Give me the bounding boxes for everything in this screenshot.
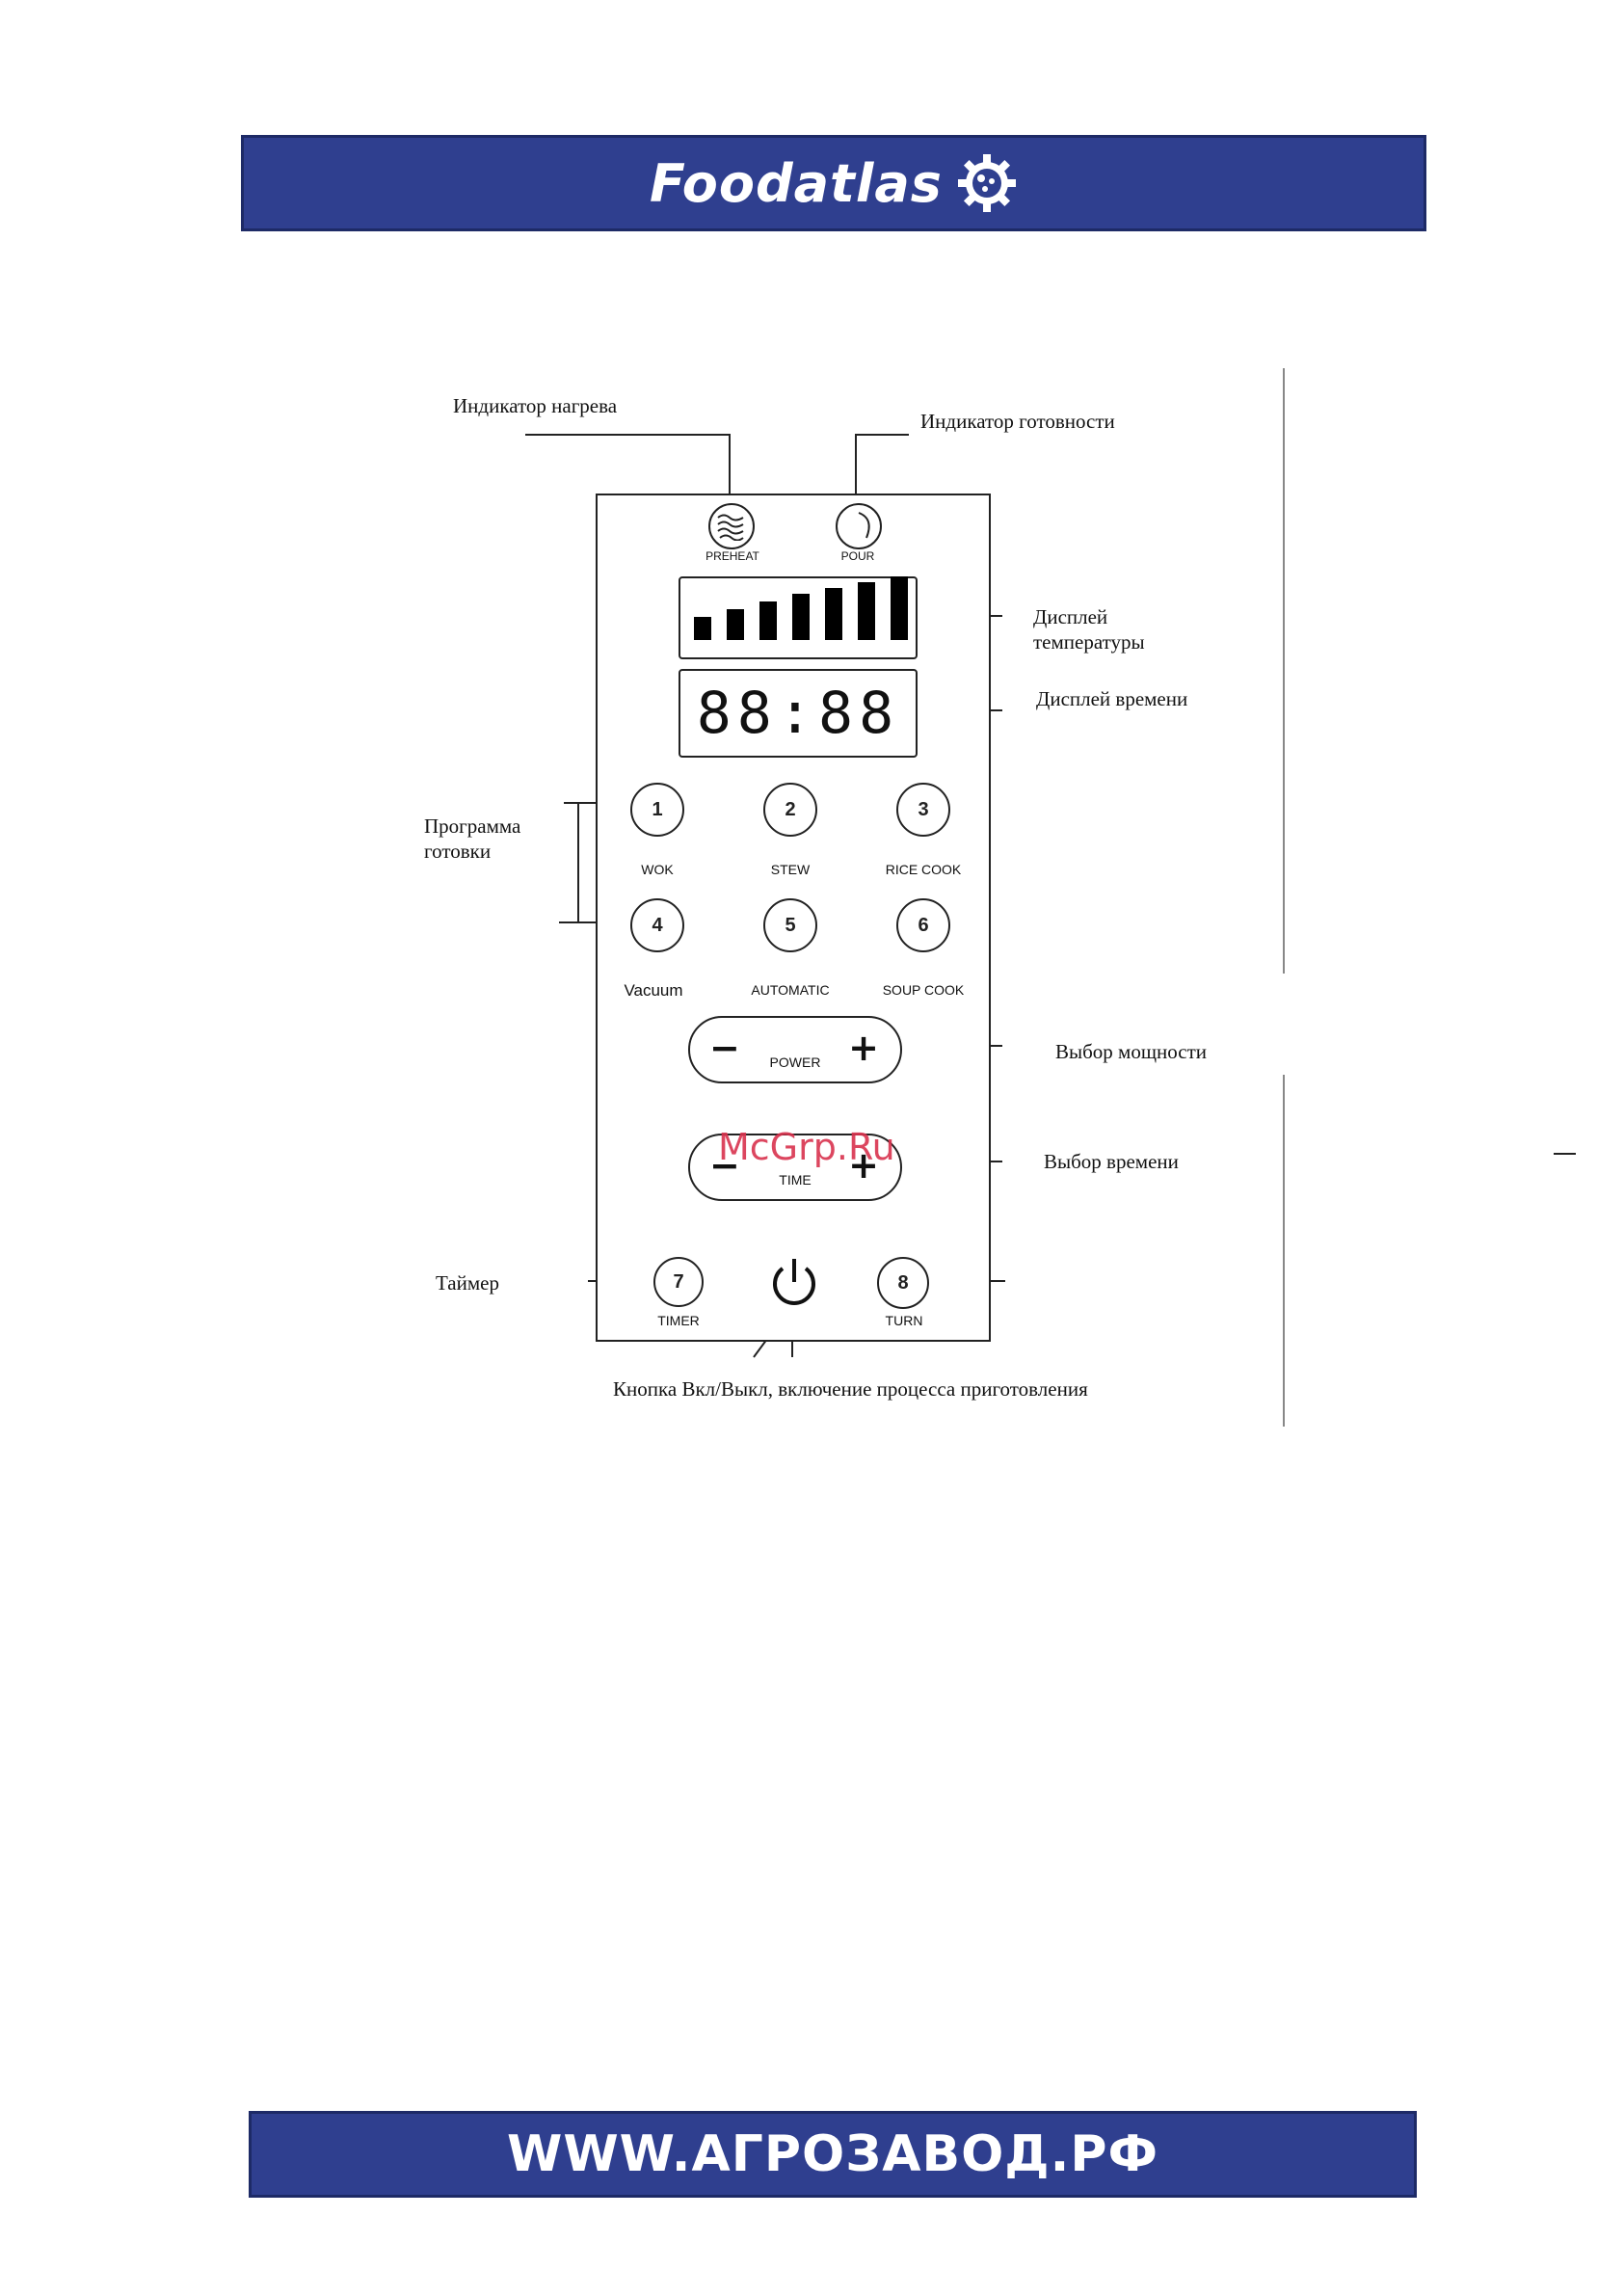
- time-selector: − + TIME: [688, 1134, 902, 1201]
- power-plus-button[interactable]: +: [848, 1027, 879, 1069]
- temperature-bar: [694, 617, 711, 640]
- program-label-automatic: AUTOMATIC: [751, 982, 830, 998]
- header-banner: Foodatlas: [241, 135, 1426, 231]
- watermark: McGrp.Ru: [718, 1126, 895, 1168]
- time-display-digits: 88:88: [696, 680, 900, 747]
- callout-program-line2: готовки: [424, 840, 492, 863]
- control-panel: PREHEAT POUR 88:88 1 WOK 2 STEW 3 RICE C…: [596, 494, 991, 1342]
- time-display: 88:88: [679, 669, 918, 758]
- power-label: POWER: [769, 1055, 821, 1070]
- program-label-soup-cook: SOUP COOK: [882, 982, 965, 998]
- time-label: TIME: [779, 1172, 812, 1188]
- pour-icon: [858, 512, 870, 539]
- turn-button[interactable]: 8: [877, 1257, 929, 1309]
- callout-timer: Таймер: [436, 1271, 499, 1295]
- program-label-vacuum: Vacuum: [624, 981, 683, 1000]
- power-minus-button[interactable]: −: [709, 1027, 740, 1069]
- temperature-display: [679, 576, 918, 659]
- program-label-stew: STEW: [770, 862, 811, 877]
- callout-time-select: Выбор времени: [1044, 1150, 1179, 1173]
- gear-logo-icon: [957, 154, 1016, 212]
- footer-banner: WWW.АГРОЗАВОД.РФ: [249, 2111, 1417, 2198]
- callout-time-display: Дисплей времени: [1036, 687, 1188, 710]
- time-plus-button[interactable]: +: [848, 1144, 879, 1187]
- time-minus-button[interactable]: −: [709, 1144, 740, 1187]
- temperature-bar: [759, 601, 777, 640]
- program-button-1[interactable]: 1: [630, 783, 684, 837]
- turn-label: TURN: [885, 1313, 923, 1328]
- power-button[interactable]: [765, 1253, 823, 1311]
- callout-heat-indicator: Индикатор нагрева: [453, 394, 618, 417]
- temperature-bar: [792, 594, 810, 640]
- timer-button[interactable]: 7: [653, 1257, 704, 1307]
- callout-temp-display-line2: температуры: [1033, 630, 1145, 654]
- program-button-2[interactable]: 2: [763, 783, 817, 837]
- brand: Foodatlas: [244, 138, 1424, 228]
- program-button-3[interactable]: 3: [896, 783, 950, 837]
- power-selector: − + POWER: [688, 1016, 902, 1083]
- pour-label: POUR: [840, 549, 875, 563]
- pour-indicator-icon: [836, 503, 882, 549]
- callout-ready-indicator: Индикатор готовности: [920, 410, 1115, 433]
- program-label-rice-cook: RICE COOK: [885, 862, 962, 877]
- program-label-wok: WOK: [641, 862, 674, 877]
- callout-temp-display-line1: Дисплей: [1033, 605, 1108, 628]
- program-button-6[interactable]: 6: [896, 898, 950, 952]
- callout-program-line1: Программа: [424, 814, 521, 838]
- temperature-bar: [825, 588, 842, 640]
- timer-label: TIMER: [657, 1313, 700, 1328]
- power-icon: [773, 1259, 815, 1305]
- program-button-4[interactable]: 4: [630, 898, 684, 952]
- callout-power-button: Кнопка Вкл/Выкл, включение процесса приг…: [613, 1377, 1088, 1401]
- temperature-bar: [727, 609, 744, 640]
- temperature-bar: [858, 582, 875, 640]
- preheat-indicator-icon: [708, 503, 755, 549]
- callout-power-select: Выбор мощности: [1055, 1040, 1208, 1063]
- brand-name: Foodatlas: [650, 152, 943, 214]
- heat-waves-icon: [717, 514, 744, 541]
- footer-url[interactable]: WWW.АГРОЗАВОД.РФ: [506, 2125, 1159, 2183]
- program-button-5[interactable]: 5: [763, 898, 817, 952]
- preheat-label: PREHEAT: [706, 549, 759, 563]
- temperature-bar: [891, 576, 908, 640]
